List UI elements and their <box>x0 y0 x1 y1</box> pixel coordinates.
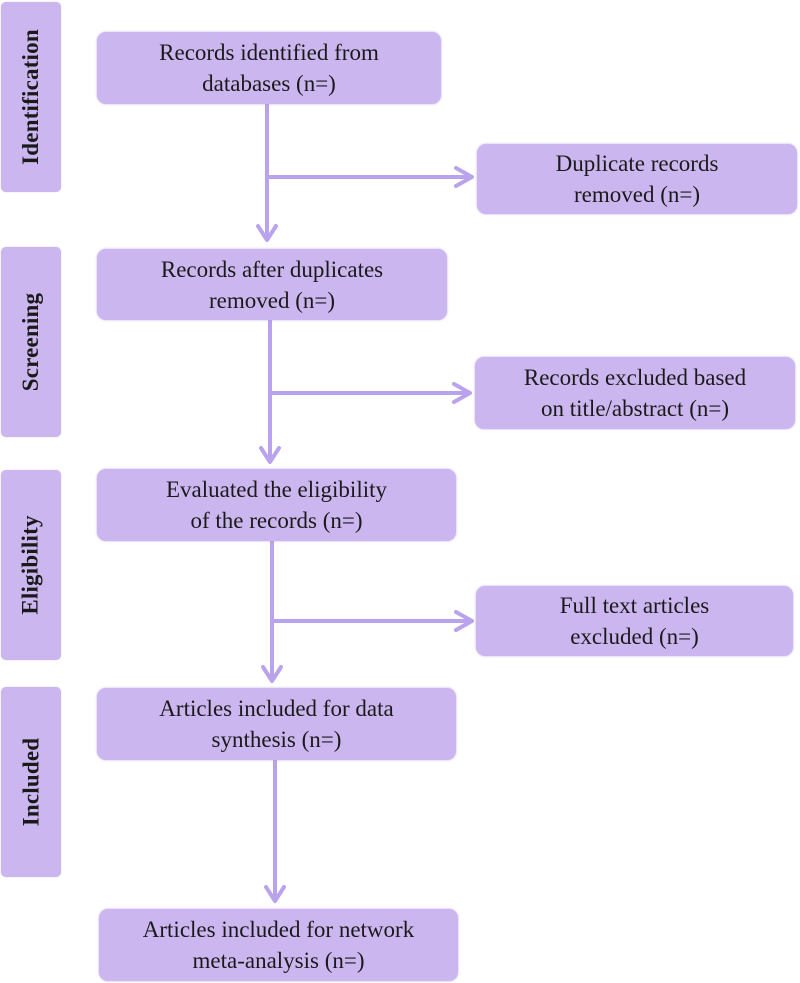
duplicates-removed-line1: Duplicate records <box>555 151 719 176</box>
network-meta-analysis-line1: Articles included for network <box>142 917 415 942</box>
stage-eligibility: Eligibility <box>1 470 61 660</box>
records-identified-line1: Records identified from <box>159 40 379 65</box>
evaluated-eligibility-line2: of the records (n=) <box>190 508 363 533</box>
evaluated-eligibility-line1: Evaluated the eligibility <box>166 477 387 502</box>
box-evaluated-eligibility: Evaluated the eligibility of the records… <box>97 469 456 541</box>
records-excluded-line1: Records excluded based <box>523 365 747 390</box>
stage-included: Included <box>1 687 61 877</box>
arrowhead-to-duplicates <box>454 166 474 188</box>
records-after-duplicates-line1: Records after duplicates <box>160 256 384 282</box>
arrowhead-to-screened <box>256 224 278 242</box>
stage-included-label: Included <box>18 737 43 827</box>
data-synthesis-line1: Articles included for data <box>159 696 394 721</box>
full-text-excluded-line2: excluded (n=) <box>570 624 699 649</box>
arrowhead-to-synthesis <box>261 665 283 683</box>
arrowhead-to-eligibility <box>259 446 281 464</box>
records-after-duplicates-line2: removed (n=) <box>208 287 335 313</box>
stage-screening-label: Screening <box>18 292 44 392</box>
box-records-excluded: Records excluded based on title/abstract… <box>475 357 795 429</box>
arrowhead-to-network <box>264 885 286 903</box>
box-records-identified: Records identified from databases (n=) <box>97 32 441 104</box>
box-data-synthesis: Articles included for data synthesis (n=… <box>97 688 456 760</box>
box-records-after-duplicates: Records after duplicates removed (n=) <box>97 249 447 320</box>
full-text-excluded-line1: Full text articles <box>559 593 710 618</box>
arrowhead-to-fulltext-excluded <box>454 610 474 632</box>
stage-eligibility-label: Eligibility <box>18 515 43 615</box>
records-excluded-line2: on title/abstract (n=) <box>541 396 729 421</box>
network-meta-analysis-line2: meta-analysis (n=) <box>192 948 365 973</box>
stage-identification-label: Identification <box>18 29 44 165</box>
arrowhead-to-excluded-title <box>452 382 472 404</box>
box-full-text-excluded: Full text articles excluded (n=) <box>476 586 793 656</box>
records-identified-line2: databases (n=) <box>202 71 336 96</box>
stage-identification: Identification <box>1 2 61 192</box>
box-network-meta-analysis: Articles included for network meta-analy… <box>99 909 458 981</box>
duplicates-removed-line2: removed (n=) <box>573 182 700 207</box>
data-synthesis-line2: synthesis (n=) <box>211 727 342 752</box>
box-duplicates-removed: Duplicate records removed (n=) <box>477 144 797 214</box>
stage-screening: Screening <box>1 247 61 437</box>
